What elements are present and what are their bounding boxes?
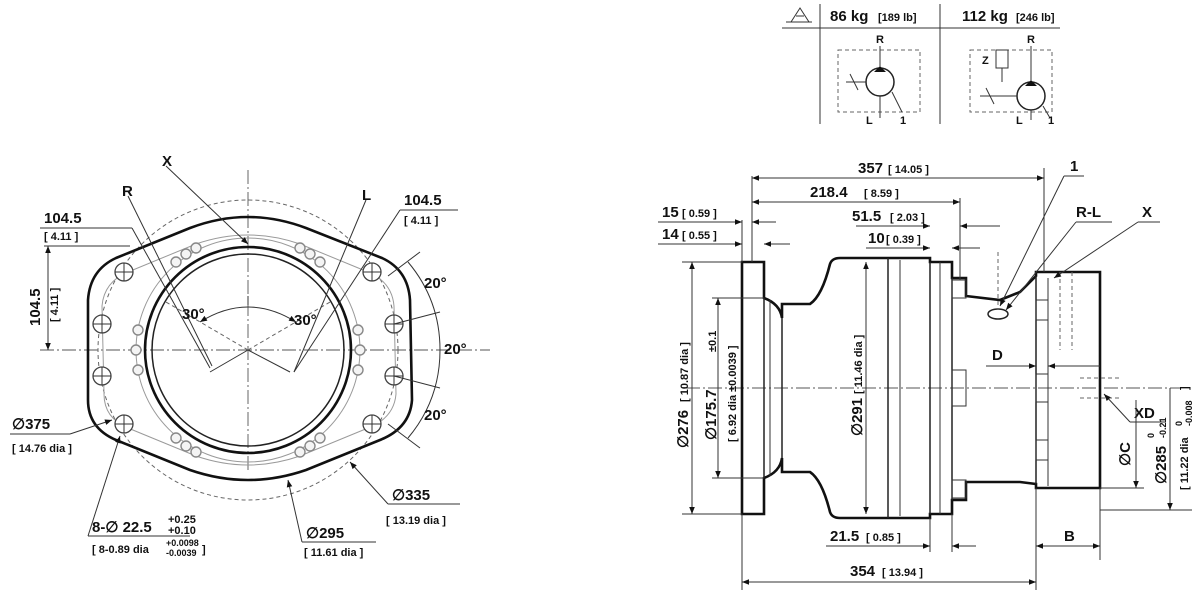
port-1-label: 1 [900, 115, 906, 127]
dim-holes: 8-∅ 22.5 [92, 519, 152, 536]
label-1: 1 [1070, 158, 1078, 175]
port-R-label: R [876, 34, 884, 46]
dim-285-tol-low: -0.21 [1158, 417, 1168, 438]
dim-291-in: [ 11.46 dia ] [853, 334, 865, 394]
hydraulic-schematic-1: R L 1 [837, 34, 921, 127]
dim-276-in: [ 10.87 dia ] [679, 342, 691, 402]
weight-1: 86 kg [830, 8, 868, 25]
dim-295: ∅295 [306, 525, 344, 542]
dim-holes-in-tol-up: +0.0098 [166, 538, 199, 548]
dim-357: 357 [858, 160, 883, 177]
angle-30-right: 30° [294, 312, 317, 329]
port-L-label-2: L [1016, 115, 1023, 127]
dim-285-tol-up: 0 [1146, 433, 1156, 438]
angle-30-left: 30° [182, 306, 205, 323]
dim-354-in: [ 13.94 ] [882, 567, 923, 579]
dim-holes-in-close: ] [202, 544, 206, 556]
dim-holes-in-tol-low: -0.0039 [166, 548, 197, 558]
dim-51.5: 51.5 [852, 208, 881, 225]
angle-20-top: 20° [424, 275, 447, 292]
inner-bolt-ring [130, 242, 366, 458]
dim-291: ∅291 [849, 398, 866, 436]
weight-1-imperial: [189 lb] [878, 12, 917, 24]
dim-285-in: [ 11.22 dia [1179, 437, 1191, 490]
dim-14: 14 [662, 226, 679, 243]
weight-2-imperial: [246 lb] [1016, 12, 1055, 24]
port-1-label-2: 1 [1048, 115, 1054, 127]
port-Z-label: Z [982, 55, 989, 67]
dim-354: 354 [850, 563, 876, 580]
dim-51.5-in: [ 2.03 ] [890, 212, 925, 224]
label-D: D [992, 347, 1003, 364]
weight-icon [786, 7, 812, 23]
dim-375-in: [ 14.76 dia ] [12, 443, 72, 455]
dim-14-in: [ 0.55 ] [682, 230, 717, 242]
dim-21.5-in: [ 0.85 ] [866, 532, 901, 544]
hydraulic-schematic-2: R Z L 1 [969, 34, 1054, 127]
dim-335-in: [ 13.19 dia ] [386, 515, 446, 527]
weight-schematic-table: 86 kg [189 lb] 112 kg [246 lb] R L 1 R Z [782, 4, 1060, 127]
angle-20-bottom: 20° [424, 407, 447, 424]
port-L-label: L [866, 115, 873, 127]
dim-15-in: [ 0.59 ] [682, 208, 717, 220]
port-R-label-2: R [1027, 34, 1035, 46]
dim-335: ∅335 [392, 487, 430, 504]
label-X-side: X [1142, 204, 1152, 221]
label-L: L [362, 187, 371, 204]
dim-375: ∅375 [12, 416, 50, 433]
dim-104.5-vertical: 104.5 [27, 288, 44, 326]
dim-holes-tol-up: +0.25 [168, 514, 196, 526]
label-X: X [162, 153, 172, 170]
dim-285: ∅285 [1153, 446, 1170, 484]
dim-175.7: ∅175.7 [703, 389, 720, 440]
dim-285-in-tol-low: -0.008 [1184, 400, 1194, 426]
angle-20-mid: 20° [444, 341, 467, 358]
dim-104.5-vertical-in: [ 4.11 ] [49, 287, 61, 322]
dim-218.4-in: [ 8.59 ] [864, 188, 899, 200]
label-B: B [1064, 528, 1075, 545]
dim-295-in: [ 11.61 dia ] [304, 547, 364, 559]
label-XD: XD [1134, 405, 1155, 422]
dim-104.5-right: 104.5 [404, 192, 442, 209]
side-view: 357 [ 14.05 ] 218.4 [ 8.59 ] 51.5 [ 2.03… [658, 158, 1194, 590]
dim-10-in: [ 0.39 ] [886, 234, 921, 246]
label-R-L: R-L [1076, 204, 1101, 221]
dim-104.5-left-in: [ 4.11 ] [44, 231, 79, 243]
label-R: R [122, 183, 133, 200]
dim-218.4: 218.4 [810, 184, 848, 201]
dim-21.5: 21.5 [830, 528, 859, 545]
dim-104.5-left: 104.5 [44, 210, 82, 227]
dim-285-in-close: ] [1179, 386, 1191, 390]
dim-175.7-in: [ 6.92 dia ±0.0039 ] [727, 345, 739, 442]
flange-bolts [951, 279, 1049, 499]
weight-2: 112 kg [962, 8, 1008, 25]
dim-357-in: [ 14.05 ] [888, 164, 929, 176]
dim-10: 10 [868, 230, 885, 247]
dim-285-in-tol-up: 0 [1174, 421, 1184, 426]
dim-15: 15 [662, 204, 679, 221]
dim-holes-tol-low: +0.10 [168, 525, 196, 537]
dim-holes-in: [ 8-0.89 dia [92, 544, 150, 556]
dim-104.5-right-in: [ 4.11 ] [404, 215, 439, 227]
label-C: ∅C [1117, 442, 1134, 466]
dim-175.7-tol: ±0.1 [707, 331, 719, 352]
front-view: X R L 104.5 [ 4.11 ] 104.5 [ 4.11 ] 104.… [10, 153, 490, 559]
dim-276: ∅276 [675, 410, 692, 448]
